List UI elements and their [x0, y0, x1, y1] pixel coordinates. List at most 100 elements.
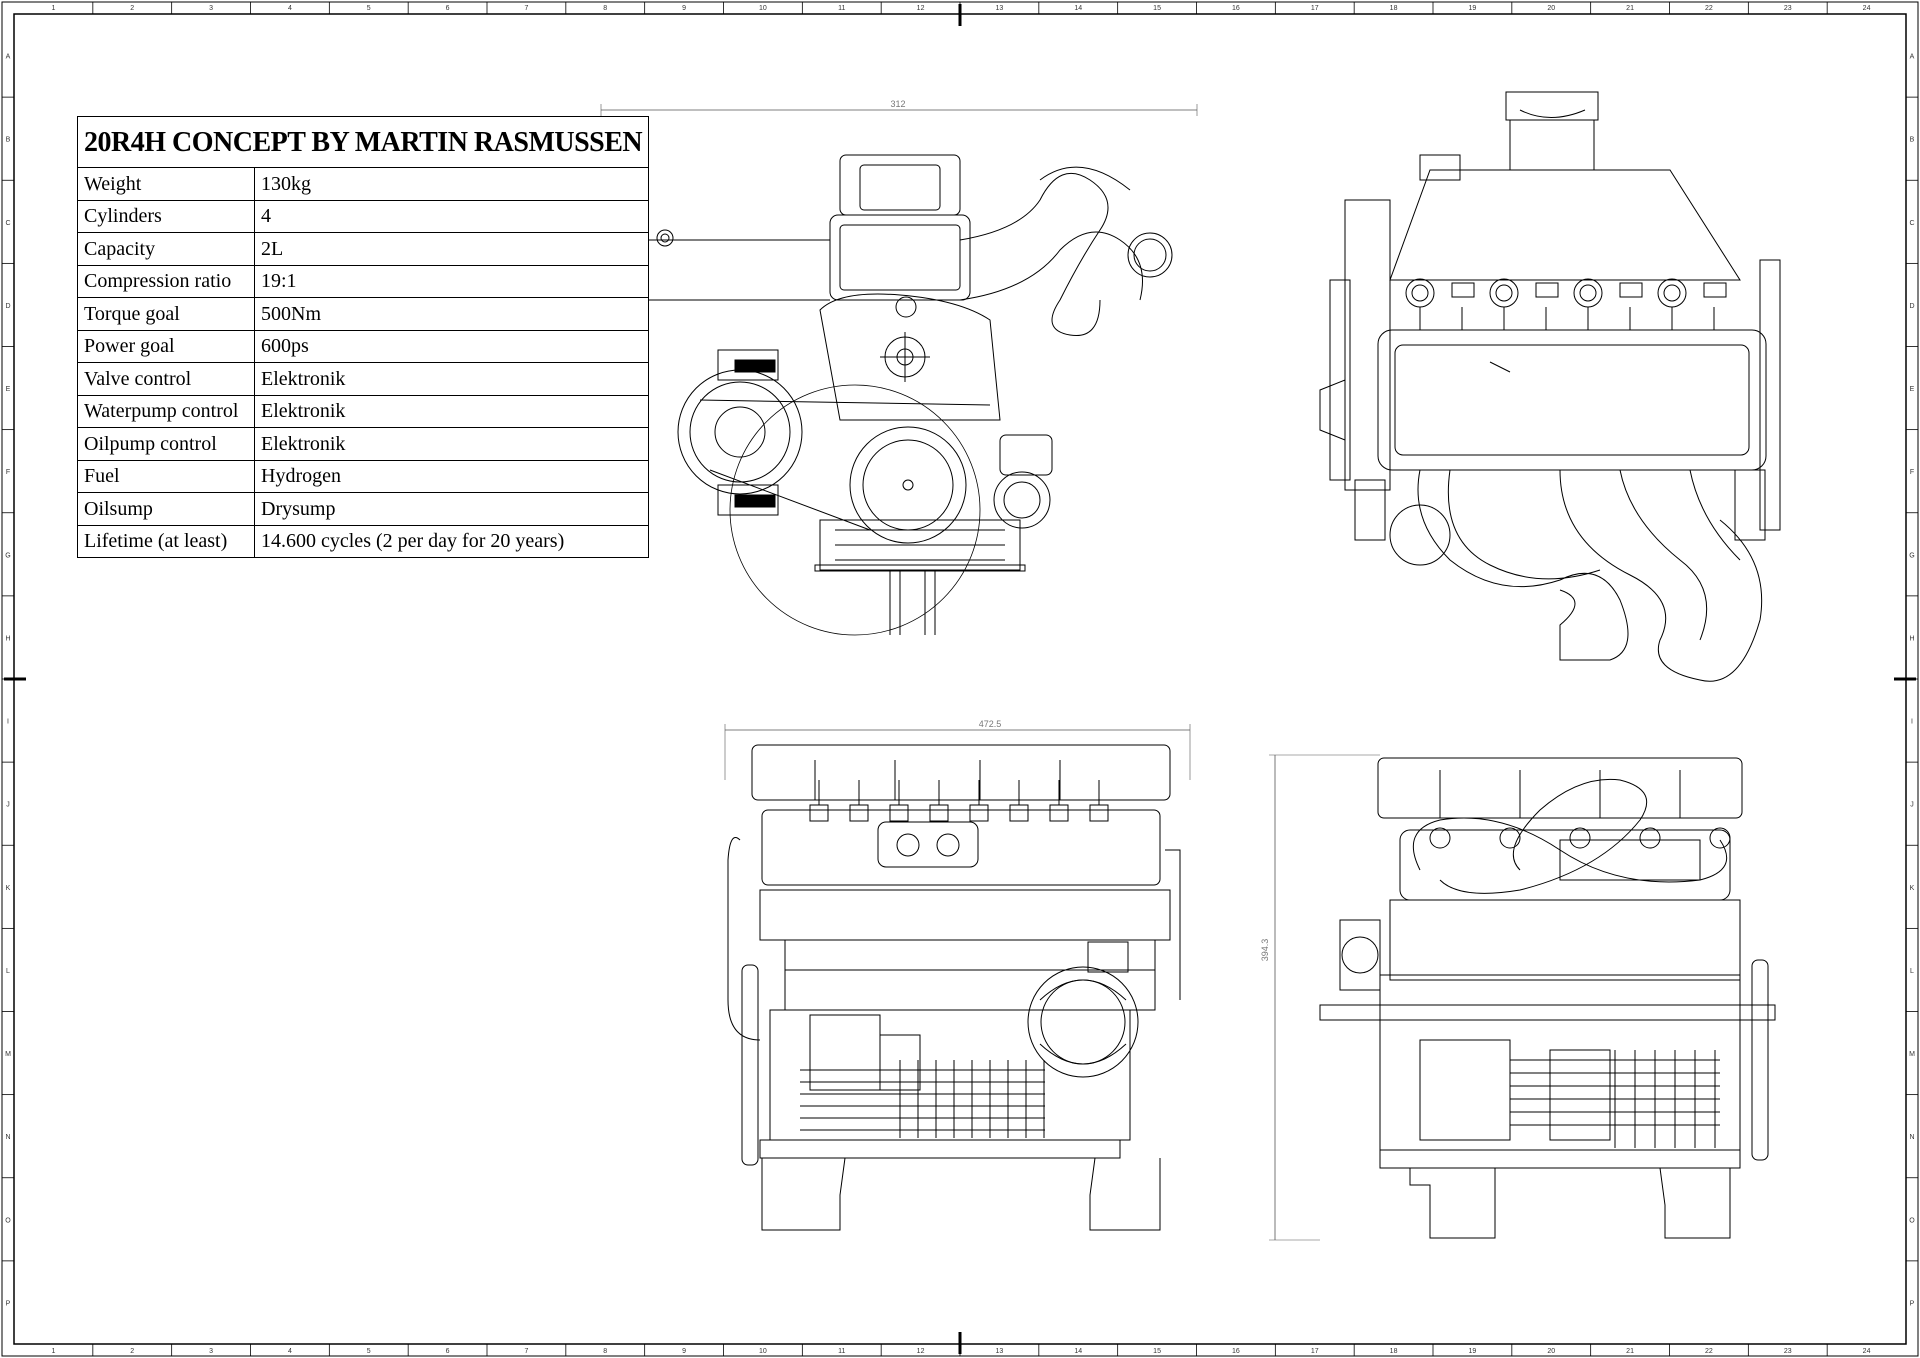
- column-label: 13: [996, 5, 1004, 12]
- column-label: 10: [759, 5, 767, 12]
- column-label: 14: [1074, 1348, 1082, 1355]
- row-label: O: [5, 1217, 11, 1224]
- engine-front-view: 312: [600, 99, 1198, 636]
- column-label: 5: [367, 5, 371, 12]
- spec-value: 14.600 cycles (2 per day for 20 years): [253, 524, 650, 558]
- column-label: 18: [1390, 1348, 1398, 1355]
- row-label: N: [5, 1134, 10, 1141]
- column-label: 21: [1626, 1348, 1634, 1355]
- column-label: 24: [1863, 1348, 1871, 1355]
- column-label: 4: [288, 1348, 292, 1355]
- row-label: B: [6, 137, 11, 144]
- row-label: A: [1910, 54, 1915, 61]
- row-label: F: [1910, 469, 1914, 476]
- spec-label: Oilpump control: [77, 427, 255, 461]
- spec-value: Drysump: [253, 492, 650, 526]
- column-label: 9: [682, 5, 686, 12]
- spec-label: Oilsump: [77, 492, 255, 526]
- column-label: 8: [603, 1348, 607, 1355]
- engine-isometric-view: [1319, 91, 1781, 682]
- column-label: 17: [1311, 5, 1319, 12]
- column-label: 18: [1390, 5, 1398, 12]
- column-label: 12: [917, 5, 925, 12]
- column-label: 1: [51, 1348, 55, 1355]
- column-label: 22: [1705, 1348, 1713, 1355]
- spec-label: Power goal: [77, 329, 255, 363]
- spec-value: Elektronik: [253, 427, 650, 461]
- spec-label: Capacity: [77, 232, 255, 266]
- column-label: 1: [51, 5, 55, 12]
- row-label: D: [1909, 303, 1914, 310]
- row-label: J: [1910, 802, 1914, 809]
- spec-value: Elektronik: [253, 394, 650, 428]
- column-label: 6: [446, 1348, 450, 1355]
- spec-label: Weight: [77, 167, 255, 201]
- row-label: N: [1909, 1134, 1914, 1141]
- row-label: P: [1910, 1300, 1915, 1307]
- spec-label: Cylinders: [77, 199, 255, 233]
- spec-label: Lifetime (at least): [77, 524, 255, 558]
- column-label: 8: [603, 5, 607, 12]
- row-label: E: [6, 386, 11, 393]
- column-label: 22: [1705, 5, 1713, 12]
- row-label: M: [1909, 1051, 1915, 1058]
- column-label: 20: [1547, 1348, 1555, 1355]
- column-label: 2: [130, 5, 134, 12]
- column-label: 21: [1626, 5, 1634, 12]
- spec-label: Fuel: [77, 459, 255, 493]
- row-label: A: [6, 54, 11, 61]
- column-label: 24: [1863, 5, 1871, 12]
- column-label: 16: [1232, 5, 1240, 12]
- rear-view-height-dimension: 394.3: [1260, 939, 1270, 962]
- row-label: K: [6, 885, 11, 892]
- column-label: 20: [1547, 5, 1555, 12]
- spec-label: Valve control: [77, 362, 255, 396]
- row-label: J: [6, 802, 10, 809]
- column-label: 11: [838, 5, 845, 12]
- spec-table-header-row: 20R4H CONCEPT BY MARTIN RASMUSSEN: [76, 116, 650, 168]
- engine-side-view: 472.5: [724, 719, 1191, 1231]
- row-label: E: [1910, 386, 1915, 393]
- spec-table-title: 20R4H CONCEPT BY MARTIN RASMUSSEN: [76, 116, 650, 168]
- row-label: I: [1911, 719, 1913, 726]
- column-label: 5: [367, 1348, 371, 1355]
- column-label: 4: [288, 5, 292, 12]
- column-label: 23: [1784, 1348, 1792, 1355]
- row-label: M: [5, 1051, 11, 1058]
- spec-value: 500Nm: [253, 297, 650, 331]
- row-label: H: [5, 635, 10, 642]
- column-label: 16: [1232, 1348, 1240, 1355]
- column-label: 23: [1784, 5, 1792, 12]
- spec-value: Elektronik: [253, 362, 650, 396]
- column-label: 12: [917, 1348, 925, 1355]
- column-label: 11: [838, 1348, 845, 1355]
- row-label: B: [1910, 137, 1915, 144]
- column-label: 3: [209, 1348, 213, 1355]
- row-label: O: [1909, 1217, 1915, 1224]
- column-label: 14: [1074, 5, 1082, 12]
- spec-value: 600ps: [253, 329, 650, 363]
- row-label: G: [5, 552, 10, 559]
- row-label: F: [6, 469, 10, 476]
- spec-value: 19:1: [253, 264, 650, 298]
- spec-value: 4: [253, 199, 650, 233]
- column-label: 9: [682, 1348, 686, 1355]
- column-label: 3: [209, 5, 213, 12]
- side-view-width-dimension: 472.5: [979, 719, 1002, 729]
- spec-label: Torque goal: [77, 297, 255, 331]
- spec-value: 130kg: [253, 167, 650, 201]
- row-label: G: [1909, 552, 1914, 559]
- spec-row-lifetime-at-least: Lifetime (at least)14.600 cycles (2 per …: [77, 524, 650, 558]
- spec-value: Hydrogen: [253, 459, 650, 493]
